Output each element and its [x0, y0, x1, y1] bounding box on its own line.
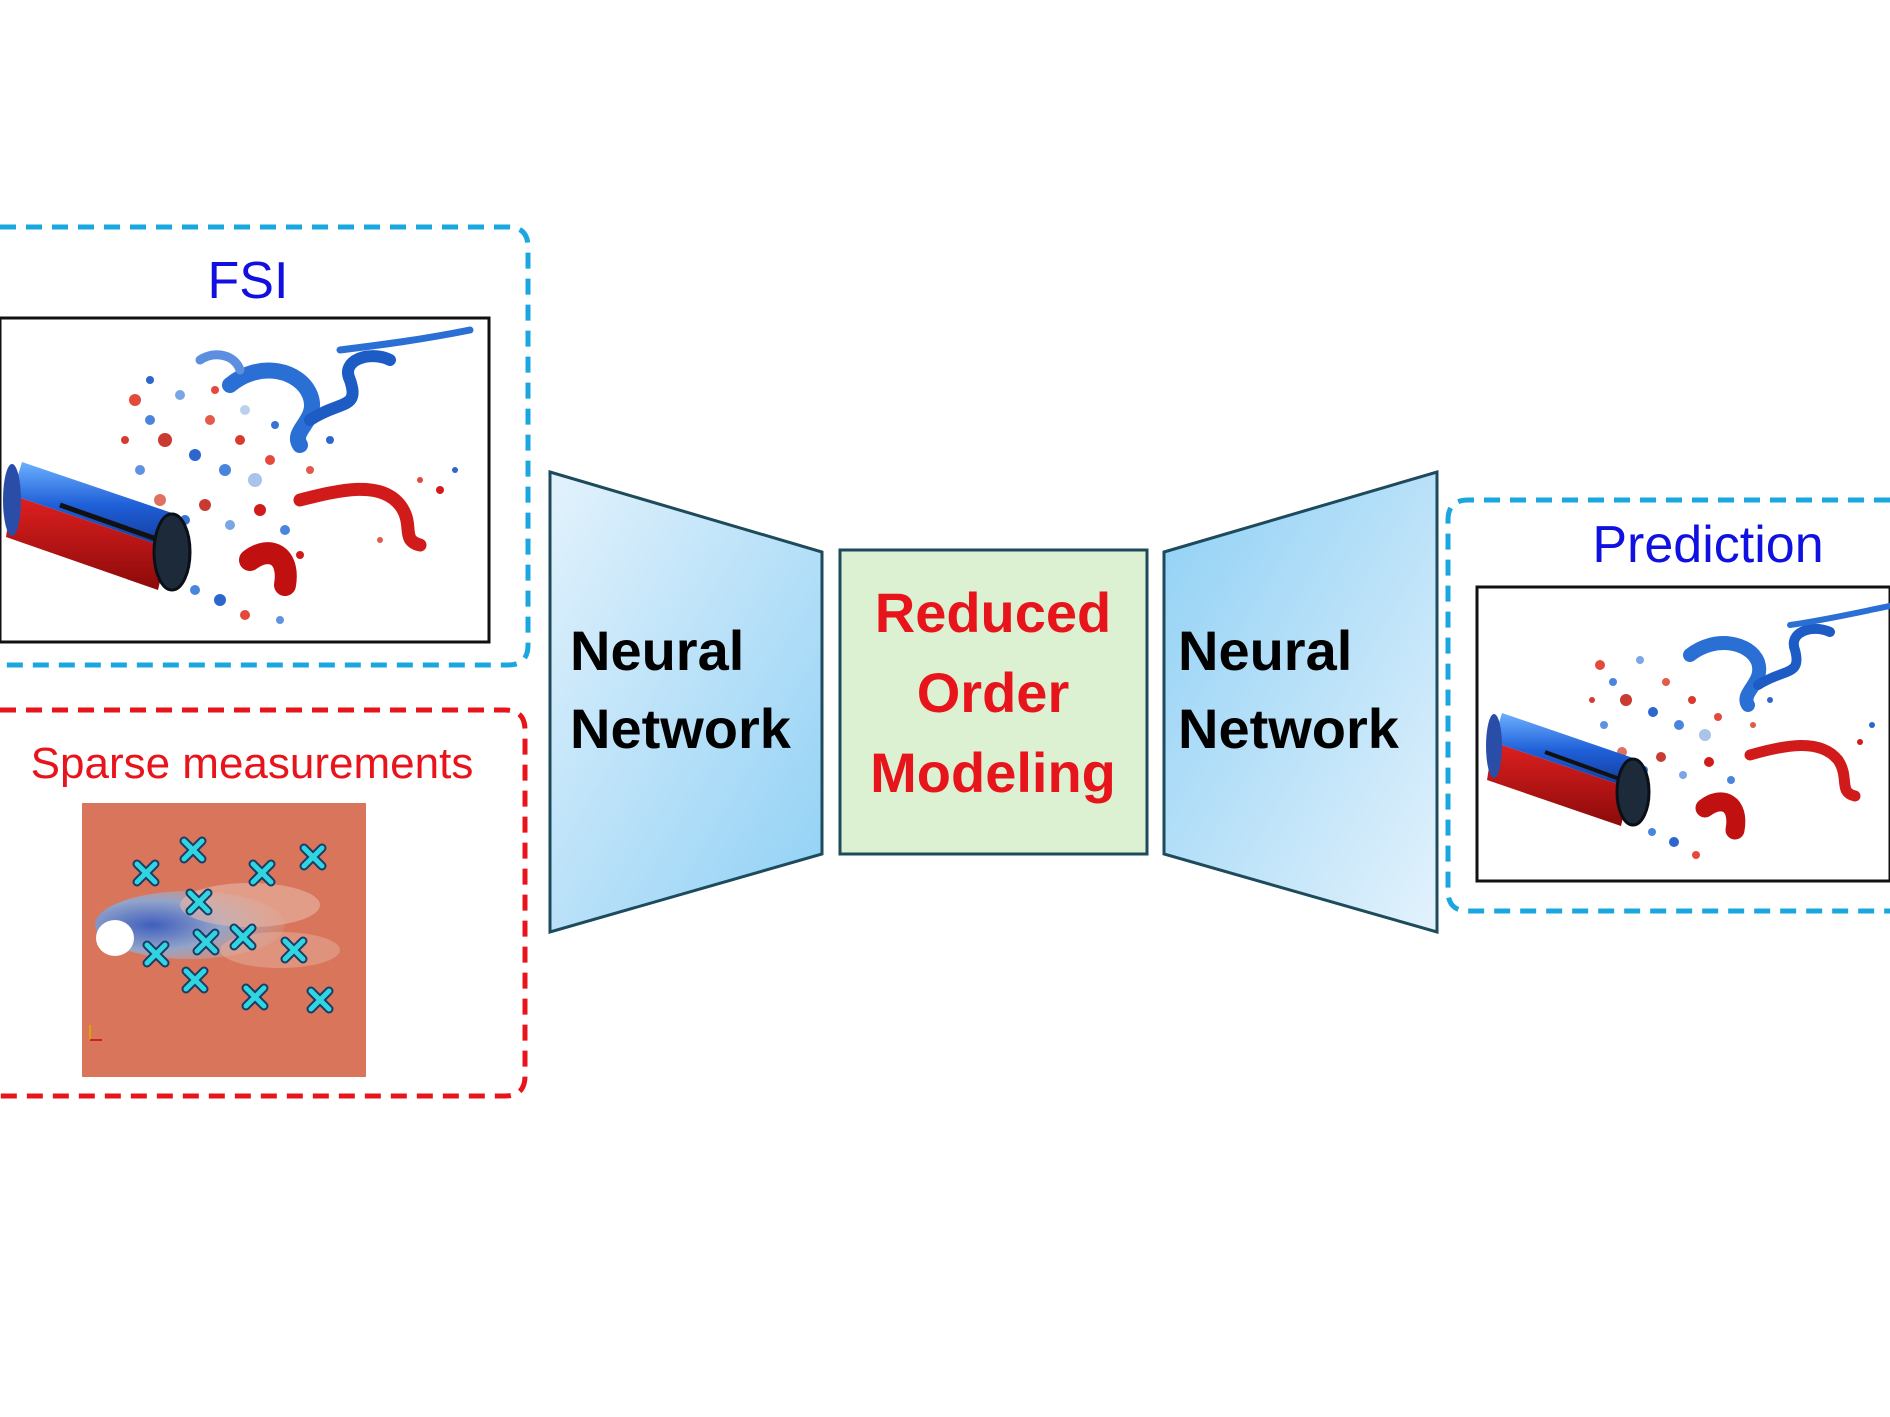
rom-label-line2: Order	[917, 661, 1070, 724]
fsi-cylinder	[3, 462, 192, 592]
sensor-marker	[241, 983, 269, 1011]
sparse-measurements-panel: Sparse measurements	[0, 707, 528, 1099]
sensor-marker	[306, 986, 334, 1014]
prediction-simulation-image	[1475, 585, 1890, 883]
sensor-marker	[132, 859, 160, 887]
decoder-network: Neural Network	[1162, 469, 1439, 934]
rom-block: Reduced Order Modeling	[838, 548, 1149, 856]
sensor-marker	[179, 836, 207, 864]
cylinder-cross-section	[96, 920, 134, 956]
sparse-title: Sparse measurements	[31, 739, 474, 788]
fsi-simulation-image	[0, 316, 491, 644]
sparse-panel-border	[0, 707, 528, 1099]
sensor-marker	[185, 888, 213, 916]
fsi-panel-border	[0, 224, 531, 668]
fsi-vortex-structures	[121, 326, 474, 624]
sensor-marker	[248, 859, 276, 887]
encoder-trapezoid	[548, 469, 824, 934]
sensor-markers	[132, 836, 334, 1014]
decoder-trapezoid	[1162, 469, 1439, 934]
encoder-label-line2: Network	[570, 697, 792, 760]
sensor-marker	[181, 966, 209, 994]
sensor-marker	[229, 923, 257, 951]
rom-box	[838, 548, 1149, 856]
sparse-flow-field-image	[82, 803, 366, 1077]
decoder-label-line1: Neural	[1178, 619, 1352, 682]
sensor-marker	[192, 928, 220, 956]
prediction-panel: Prediction	[1445, 497, 1890, 914]
fsi-panel: FSI	[0, 224, 531, 668]
prediction-vortex-structures	[1589, 603, 1890, 859]
encoder-label-line1: Neural	[570, 619, 744, 682]
sensor-marker	[280, 936, 308, 964]
prediction-panel-border	[1445, 497, 1890, 914]
fsi-turbulence-speckles	[121, 376, 458, 624]
prediction-title: Prediction	[1592, 516, 1823, 574]
axis-triad-icon	[89, 1025, 102, 1041]
fsi-title: FSI	[208, 252, 289, 310]
rom-label-line3: Modeling	[870, 741, 1116, 804]
prediction-cylinder	[1486, 713, 1651, 827]
sensor-marker	[299, 843, 327, 871]
sensor-marker	[142, 940, 170, 968]
prediction-turbulence-speckles	[1589, 656, 1875, 859]
encoder-network: Neural Network	[548, 469, 824, 934]
rom-label-line1: Reduced	[875, 581, 1112, 644]
decoder-label-line2: Network	[1178, 697, 1400, 760]
